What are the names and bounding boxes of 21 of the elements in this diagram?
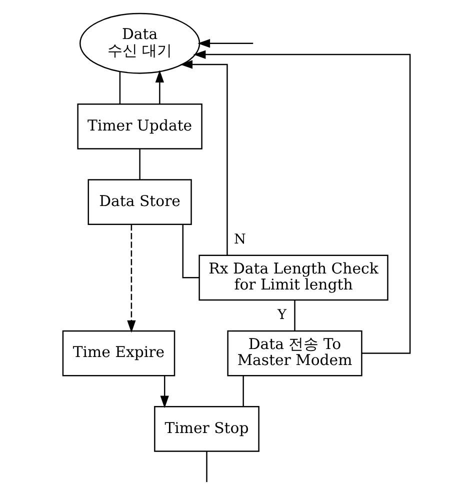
arrow bbox=[192, 50, 410, 354]
node-box: Data 전송 To Master Modem bbox=[226, 330, 362, 376]
node-box: Data Store bbox=[87, 179, 192, 225]
node-box: Timer Update bbox=[76, 104, 202, 150]
connector bbox=[242, 376, 244, 406]
node-box: Rx Data Length Check for Limit length bbox=[198, 254, 388, 301]
node-ellipse: Data 수신 대기 bbox=[78, 12, 200, 74]
connector bbox=[294, 300, 295, 331]
node-box: Timer Stop bbox=[154, 406, 259, 452]
connector bbox=[182, 224, 199, 278]
arrow bbox=[154, 70, 164, 104]
connector bbox=[138, 149, 140, 180]
node-box: Time Expire bbox=[62, 330, 175, 376]
arrow bbox=[180, 60, 228, 256]
edge-label: Y bbox=[277, 307, 286, 324]
connector bbox=[206, 451, 207, 482]
arrow bbox=[197, 39, 253, 48]
connector bbox=[118, 71, 120, 104]
arrow bbox=[160, 376, 168, 408]
edge-label: N bbox=[233, 232, 246, 248]
arrow bbox=[126, 224, 136, 333]
